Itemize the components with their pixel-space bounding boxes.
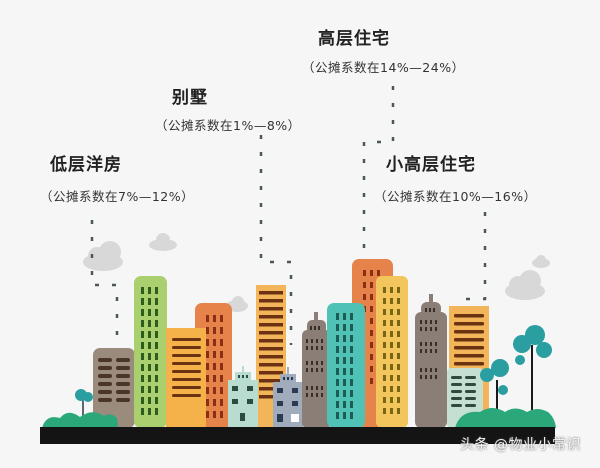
building-yellow [376,276,408,428]
watermark: 头条 @物业小常识 [460,437,581,453]
leader-lines [90,86,487,345]
label-villa-title: 别墅 [172,88,208,108]
building-slate-villa [273,367,303,428]
building-gray-tower-left [302,312,331,428]
building-yellow-orange [166,328,206,428]
building-brown [93,348,135,428]
ground-strip [40,427,555,444]
building-gray-tower-right [415,294,447,428]
tree-icon [75,325,552,422]
label-high-rise-title: 高层住宅 [318,29,390,49]
label-low-rise-subtitle: （公摊系数在7%—12%） [40,189,195,204]
building-tall-striped [256,285,286,428]
label-high-rise-subtitle: （公摊系数在14%—24%） [302,60,465,75]
building-teal [327,303,365,428]
building-mint-villa [228,366,258,428]
building-green [134,276,167,428]
label-mid-high-rise-subtitle: （公摊系数在10%—16%） [374,189,537,204]
label-mid-high-rise-title: 小高层住宅 [386,155,476,175]
bush-icon [42,408,556,428]
label-low-rise-title: 低层洋房 [50,155,122,175]
label-villa-subtitle: （公摊系数在1%—8%） [155,118,301,133]
